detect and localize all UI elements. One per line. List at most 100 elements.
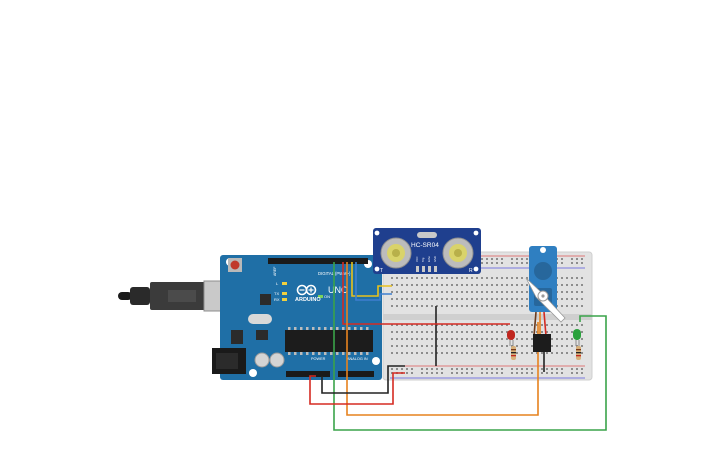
power-header[interactable]	[286, 371, 330, 377]
breadboard-hole[interactable]	[566, 284, 568, 286]
breadboard-hole[interactable]	[441, 324, 443, 326]
breadboard-hole[interactable]	[506, 331, 508, 333]
breadboard-hole[interactable]	[476, 345, 478, 347]
breadboard-hole[interactable]	[531, 338, 533, 340]
breadboard-hole[interactable]	[511, 345, 513, 347]
breadboard-hole[interactable]	[486, 291, 488, 293]
breadboard-hole[interactable]	[471, 372, 473, 374]
breadboard-hole[interactable]	[466, 284, 468, 286]
analog-header[interactable]	[338, 371, 374, 377]
breadboard-hole[interactable]	[516, 372, 518, 374]
breadboard-hole[interactable]	[521, 324, 523, 326]
breadboard-hole[interactable]	[446, 331, 448, 333]
breadboard-hole[interactable]	[411, 324, 413, 326]
breadboard-hole[interactable]	[521, 305, 523, 307]
breadboard-hole[interactable]	[471, 324, 473, 326]
breadboard-hole[interactable]	[581, 338, 583, 340]
breadboard-hole[interactable]	[396, 352, 398, 354]
breadboard-hole[interactable]	[536, 331, 538, 333]
breadboard-hole[interactable]	[511, 368, 513, 370]
breadboard-hole[interactable]	[551, 324, 553, 326]
breadboard-hole[interactable]	[451, 305, 453, 307]
breadboard-hole[interactable]	[451, 338, 453, 340]
breadboard-hole[interactable]	[436, 372, 438, 374]
breadboard-hole[interactable]	[431, 305, 433, 307]
breadboard-hole[interactable]	[391, 291, 393, 293]
breadboard-hole[interactable]	[561, 305, 563, 307]
breadboard-hole[interactable]	[471, 331, 473, 333]
breadboard-hole[interactable]	[441, 305, 443, 307]
breadboard-hole[interactable]	[521, 298, 523, 300]
breadboard-hole[interactable]	[491, 262, 493, 264]
breadboard-hole[interactable]	[576, 305, 578, 307]
breadboard-hole[interactable]	[526, 305, 528, 307]
breadboard-hole[interactable]	[471, 338, 473, 340]
breadboard-hole[interactable]	[426, 352, 428, 354]
breadboard-hole[interactable]	[431, 368, 433, 370]
breadboard-hole[interactable]	[396, 291, 398, 293]
breadboard-hole[interactable]	[436, 368, 438, 370]
breadboard-hole[interactable]	[396, 331, 398, 333]
breadboard-hole[interactable]	[401, 324, 403, 326]
breadboard-hole[interactable]	[546, 372, 548, 374]
breadboard-hole[interactable]	[436, 331, 438, 333]
breadboard-hole[interactable]	[571, 338, 573, 340]
breadboard-hole[interactable]	[486, 305, 488, 307]
breadboard-hole[interactable]	[466, 291, 468, 293]
breadboard-hole[interactable]	[561, 262, 563, 264]
breadboard-hole[interactable]	[506, 324, 508, 326]
breadboard-hole[interactable]	[451, 284, 453, 286]
breadboard-hole[interactable]	[426, 372, 428, 374]
breadboard-hole[interactable]	[416, 305, 418, 307]
breadboard-hole[interactable]	[496, 338, 498, 340]
breadboard-hole[interactable]	[401, 298, 403, 300]
breadboard-hole[interactable]	[466, 372, 468, 374]
breadboard-hole[interactable]	[561, 324, 563, 326]
breadboard-hole[interactable]	[456, 284, 458, 286]
breadboard-hole[interactable]	[481, 338, 483, 340]
breadboard-hole[interactable]	[526, 258, 528, 260]
breadboard-hole[interactable]	[501, 305, 503, 307]
breadboard-hole[interactable]	[441, 298, 443, 300]
breadboard-hole[interactable]	[456, 291, 458, 293]
breadboard-hole[interactable]	[446, 345, 448, 347]
breadboard-hole[interactable]	[451, 298, 453, 300]
breadboard-hole[interactable]	[546, 368, 548, 370]
breadboard-hole[interactable]	[436, 277, 438, 279]
breadboard-hole[interactable]	[456, 338, 458, 340]
breadboard-hole[interactable]	[461, 277, 463, 279]
breadboard-hole[interactable]	[401, 284, 403, 286]
breadboard-hole[interactable]	[526, 298, 528, 300]
breadboard-hole[interactable]	[511, 262, 513, 264]
breadboard-hole[interactable]	[416, 298, 418, 300]
breadboard-hole[interactable]	[436, 352, 438, 354]
breadboard-hole[interactable]	[571, 262, 573, 264]
breadboard-hole[interactable]	[551, 331, 553, 333]
breadboard-hole[interactable]	[526, 291, 528, 293]
breadboard-hole[interactable]	[521, 291, 523, 293]
breadboard-hole[interactable]	[431, 324, 433, 326]
breadboard-hole[interactable]	[566, 324, 568, 326]
breadboard-hole[interactable]	[426, 284, 428, 286]
breadboard-hole[interactable]	[516, 277, 518, 279]
breadboard-hole[interactable]	[531, 324, 533, 326]
breadboard-hole[interactable]	[521, 277, 523, 279]
breadboard-hole[interactable]	[561, 277, 563, 279]
breadboard-hole[interactable]	[401, 305, 403, 307]
wire-black-ground[interactable]	[321, 365, 405, 394]
breadboard-hole[interactable]	[396, 324, 398, 326]
breadboard-hole[interactable]	[516, 331, 518, 333]
breadboard-hole[interactable]	[581, 284, 583, 286]
breadboard-hole[interactable]	[401, 331, 403, 333]
breadboard-hole[interactable]	[556, 345, 558, 347]
breadboard-hole[interactable]	[466, 368, 468, 370]
breadboard-hole[interactable]	[416, 324, 418, 326]
breadboard-hole[interactable]	[516, 262, 518, 264]
breadboard-hole[interactable]	[521, 352, 523, 354]
breadboard-hole[interactable]	[516, 368, 518, 370]
breadboard-hole[interactable]	[476, 331, 478, 333]
breadboard-hole[interactable]	[536, 324, 538, 326]
breadboard-hole[interactable]	[406, 305, 408, 307]
breadboard-hole[interactable]	[546, 331, 548, 333]
breadboard-hole[interactable]	[581, 331, 583, 333]
